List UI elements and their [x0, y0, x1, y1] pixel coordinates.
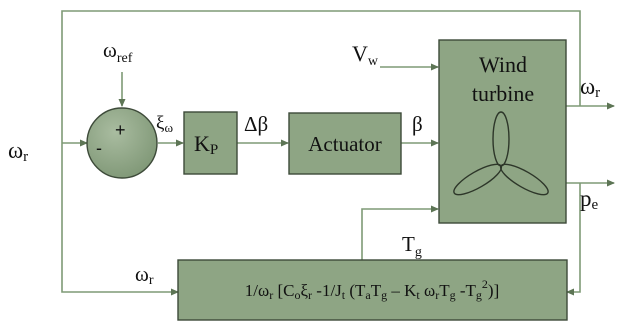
summing-junction: [86, 107, 158, 179]
output-omega-r-label: ωr: [580, 74, 600, 101]
sum-minus-sign: -: [96, 138, 102, 158]
kp-label: KP: [194, 131, 218, 158]
feedback-omega-r-label: ωr: [135, 262, 154, 288]
turbine-blades-icon: [453, 111, 549, 196]
wire-omega-r-to-equation: [61, 143, 179, 296]
omega-ref-label: ωref: [103, 38, 133, 66]
wind-turbine-label-line2: turbine: [472, 81, 534, 106]
beta-label: β: [412, 112, 423, 136]
generator-equation-label: 1/ωr [Coξr -1/Jt (TaTg – Kt ωrTg -Tg2)]: [245, 277, 499, 302]
generator-equation-block: [177, 259, 568, 321]
delta-beta-label: Δβ: [244, 112, 268, 136]
kp-block: [183, 111, 238, 175]
wind-turbine-block: [438, 39, 567, 224]
wire-top-feedback-loop: [61, 10, 581, 143]
tg-label: Tg: [402, 232, 422, 260]
actuator-label: Actuator: [308, 132, 381, 156]
sum-plus-sign: +: [115, 120, 126, 140]
actuator-block: [288, 112, 402, 175]
input-omega-r-label: ωr: [8, 138, 28, 165]
error-signal-label: ξω: [156, 113, 173, 135]
vw-label: Vw: [352, 41, 379, 69]
wire-tg-to-turbine: [361, 205, 439, 260]
output-pe-label: pe: [580, 186, 599, 213]
wind-turbine-label-line1: Wind: [479, 52, 527, 77]
wire-pe-feedback: [566, 183, 581, 296]
